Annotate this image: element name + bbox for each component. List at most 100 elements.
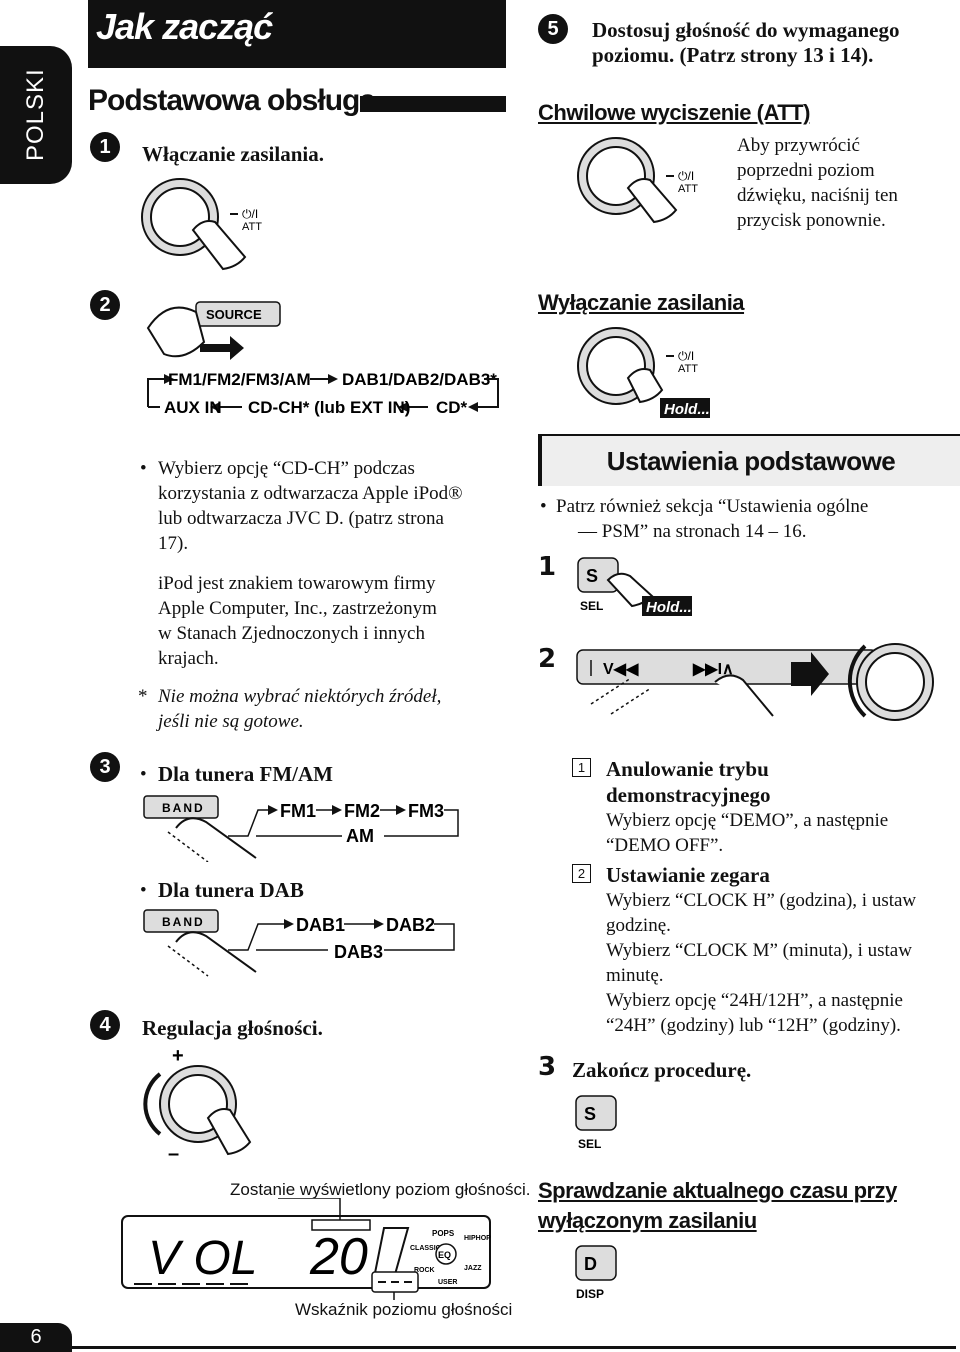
bullet-dot: • [540,496,547,517]
bullet-dot: • [140,764,147,785]
trademark-line: iPod jest znakiem towarowym firmy [158,573,436,594]
fm3-label: FM3 [408,801,444,821]
psm-note-line: — PSM” na stronach 14 – 16. [578,521,807,542]
step-3-number: 3 [90,752,120,782]
volume-minus: – [168,1143,179,1164]
eq-hiphop: HIPHOP [464,1235,491,1242]
item-1-text: Wybierz opcję “DEMO”, a następnie “DEMO … [606,808,888,858]
sel-label: SEL [578,1137,601,1151]
item-1-title-line: Anulowanie trybu [606,757,769,781]
settings-item-1: Anulowanie trybu demonstracyjnego Wybier… [606,756,888,858]
eq-pops: POPS [432,1229,455,1238]
power-knob-illustration: ⏻/I ATT [141,178,262,271]
fm-band-diagram: BAND FM1 FM2 FM3 AM [143,795,459,862]
s-button-label: S [586,566,598,586]
cycle-aux: AUX IN [164,398,222,417]
settings-step-1: 1 [538,552,557,582]
section-title: Podstawowa obsługa [88,84,376,117]
clock-heading-line: Sprawdzanie aktualnego czasu przy [538,1178,897,1203]
fm1-label: FM1 [280,801,316,821]
sel-label: SEL [580,599,603,613]
disp-label: DISP [576,1287,604,1301]
settings-item-1-number: 1 [572,758,591,777]
eq-jazz: JAZZ [464,1265,482,1272]
disp-button-illustration: D DISP [575,1245,617,1301]
item-2-line: Wybierz opcję “24H/12H”, a następnie [606,990,903,1011]
item-2-line: minutę. [606,965,664,986]
footnote-star: * [138,686,148,707]
item-number-box: 2 [572,864,591,883]
item-2-title: Ustawianie zegara [606,863,770,887]
att-label: ATT [242,221,262,233]
sel-button-illustration-2: S SEL [575,1095,617,1151]
trademark-line: Apple Computer, Inc., zastrzeżonym [158,598,437,619]
eq-classic: CLASSIC [410,1245,441,1252]
dab-tuner-label: Dla tunera DAB [158,878,304,902]
settings-step-3-label: Zakończ procedurę. [572,1058,752,1082]
page-title: Jak zacząć [96,6,273,47]
item-number-box: 1 [572,758,591,777]
step-1-number: 1 [90,132,120,162]
language-tab: POLSKI [0,46,72,184]
volume-caption-top: Zostanie wyświetlony poziom głośności. [230,1180,531,1199]
volume-knob-illustration: + – [143,1045,252,1164]
step-1-label: Włączanie zasilania. [142,142,324,166]
basic-settings-title: Ustawienia podstawowe [606,446,896,476]
volume-lcd-display: V OL 20 POPS HIPHOP CLASSIC EQ JAZZ ROCK… [121,1198,491,1300]
step-5-label: Dostosuj głośność do wymaganego poziomu.… [592,18,899,68]
step-5-line: poziomu. (Patrz strony 13 i 14). [592,43,874,67]
cycle-cd: CD* [436,398,468,417]
item-2-line: “24H” (godziny) lub “12H” (godziny). [606,1015,901,1036]
am-label: AM [346,826,374,846]
cdch-note: Wybierz opcję “CD-CH” podczas korzystani… [158,456,518,556]
lcd-volume-value: 20 [309,1228,368,1286]
bottom-rule [72,1346,956,1349]
item-2-text: Wybierz “CLOCK H” (godzina), i ustaw god… [606,888,916,1038]
power-symbol-label: ⏻/I [678,169,694,183]
title-bar: Jak zacząć [88,0,506,68]
att-desc-line: dźwięku, naciśnij ten [737,185,898,206]
source-button-illustration: SOURCE [146,301,281,360]
power-off-knob-illustration: ⏻/I ATT Hold.... [577,327,714,418]
volume-plus: + [172,1045,184,1067]
cdch-note-line: korzystania z odtwarzacza Apple iPod® [158,483,463,504]
band-button-label: BAND [162,801,205,815]
trademark-line: w Stanach Zjednoczonych i innych [158,623,425,644]
cycle-dab: DAB1/DAB2/DAB3* [342,370,497,389]
section-title-bar [360,96,506,112]
hold-badge: Hold.... [646,599,696,616]
footnote-line: Nie można wybrać niektórych źródeł, [158,686,442,707]
lcd-vol-text: V OL [148,1232,257,1285]
cdch-note-line: lub odtwarzacza JVC D. (patrz strona [158,508,444,529]
att-desc-line: poprzedni poziom [737,160,875,181]
step-2-number: 2 [90,290,120,320]
fm2-label: FM2 [344,801,380,821]
att-label: ATT [678,183,698,195]
source-cycle-diagram: FM1/FM2/FM3/AM DAB1/DAB2/DAB3* CD* CD-CH… [147,370,499,417]
psm-note-line: Patrz również sekcja “Ustawienia ogólne [556,496,869,517]
item-1-line: “DEMO OFF”. [606,835,724,856]
svg-text:V◀◀: V◀◀ [603,661,639,678]
seek-buttons-illustration: V◀◀ ▶▶I∧ [576,643,934,721]
cdch-note-line: Wybierz opcję “CD-CH” podczas [158,458,415,479]
volume-caption-bottom: Wskaźnik poziomu głośności [295,1300,513,1319]
item-2-line: Wybierz “CLOCK H” (godzina), i ustaw [606,890,917,911]
dab3-label: DAB3 [334,942,383,962]
power-symbol-label: ⏻/I [242,207,258,221]
footnote: Nie można wybrać niektórych źródeł, jeśl… [158,684,441,734]
settings-step-3: 3 [538,1052,557,1082]
item-1-title: Anulowanie trybu demonstracyjnego [606,756,888,808]
page-number-tab: 6 [0,1323,72,1352]
dab2-label: DAB2 [386,915,435,935]
att-label: ATT [678,363,698,375]
psm-note: Patrz również sekcja “Ustawienia ogólne … [556,494,868,544]
att-desc-line: przycisk ponownie. [737,210,886,231]
att-description: Aby przywrócić poprzedni poziom dźwięku,… [737,133,898,233]
hold-badge: Hold.... [664,401,714,418]
power-off-heading: Wyłączanie zasilania [538,290,745,315]
step-4-number: 4 [90,1010,120,1040]
eq-rock: ROCK [414,1267,435,1274]
d-button-label: D [584,1254,597,1274]
item-2-line: godzinę. [606,915,671,936]
footnote-line: jeśli nie są gotowe. [158,711,304,732]
